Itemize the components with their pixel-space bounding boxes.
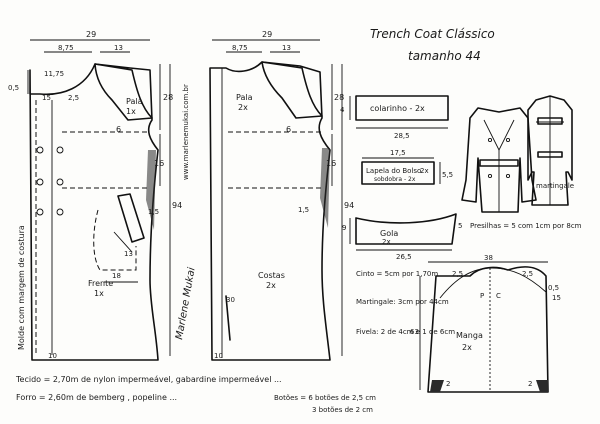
front-measure-13: 13 bbox=[114, 44, 123, 52]
back-measure-28: 28 bbox=[334, 93, 344, 102]
sleeve-point-p: P bbox=[480, 292, 484, 300]
flap-measure-2: 5,5 bbox=[442, 171, 453, 179]
martingale-label: martingale bbox=[536, 182, 574, 190]
coat-back-illustration bbox=[527, 95, 573, 206]
button-icon bbox=[36, 146, 44, 154]
sleeve-measure-2-5b: 2,5 bbox=[522, 270, 533, 278]
sleeve-point-c: C bbox=[496, 292, 501, 300]
pattern-labels: Trench Coat Clássico tamanho 44 Pala 1x … bbox=[8, 27, 582, 414]
gola-measure-2: 5 bbox=[458, 222, 462, 230]
front-measure-8-75: 8,75 bbox=[58, 44, 74, 52]
buttons-note-2: 3 botões de 2 cm bbox=[312, 406, 373, 414]
back-yoke-label: Pala bbox=[236, 93, 253, 102]
flap-label: Lapela do Bolso bbox=[366, 167, 421, 175]
gola-label: Gola bbox=[380, 229, 398, 238]
back-measure-8-75: 8,75 bbox=[232, 44, 248, 52]
front-piece-count: 1x bbox=[94, 289, 104, 298]
front-measure-0-5: 0,5 bbox=[8, 84, 19, 92]
sleeve-label: Manga bbox=[456, 331, 483, 340]
back-measure-13: 13 bbox=[282, 44, 291, 52]
front-margin-note: Molde com margem de costura bbox=[17, 225, 26, 350]
back-yoke-count: 2x bbox=[238, 103, 248, 112]
front-yoke-label: Pala bbox=[126, 97, 143, 106]
buttons-note: Botões = 6 botões de 2,5 cm bbox=[274, 394, 376, 402]
belt-note: Cinto = 5cm por 1,70m bbox=[356, 270, 438, 278]
collar-piece bbox=[349, 95, 449, 129]
sleeve-measure-63: 63 bbox=[410, 328, 419, 336]
fabric-note: Tecido = 2,70m de nylon impermeável, gab… bbox=[15, 375, 282, 384]
flap-measure-1: 17,5 bbox=[390, 149, 406, 157]
martingale-note: Martingale: 3cm por 44cm bbox=[356, 298, 449, 306]
button-icon bbox=[36, 208, 44, 216]
gola-measure-1: 9 bbox=[342, 224, 346, 232]
button-icon bbox=[56, 208, 64, 216]
front-pocket-13: 13 bbox=[124, 250, 133, 258]
back-piece-count: 2x bbox=[266, 281, 276, 290]
sleeve-measure-2-5a: 2,5 bbox=[452, 270, 463, 278]
sleeve-measure-38: 38 bbox=[484, 254, 493, 262]
gola-measure-3: 26,5 bbox=[396, 253, 412, 261]
back-piece bbox=[209, 39, 343, 361]
front-measure-94: 94 bbox=[172, 201, 182, 210]
back-measure-30: 30 bbox=[226, 296, 235, 304]
back-measure-1-5: 1,5 bbox=[298, 206, 309, 214]
sleeve-piece bbox=[419, 261, 549, 393]
front-measure-6: 6 bbox=[116, 125, 121, 134]
back-measure-94: 94 bbox=[344, 201, 354, 210]
sleeve-measure-2a: 2 bbox=[446, 380, 450, 388]
sheet-title-line2: tamanho 44 bbox=[408, 49, 481, 63]
pocket-flap-piece bbox=[361, 157, 441, 185]
sleeve-measure-2b: 2 bbox=[528, 380, 532, 388]
gola-piece bbox=[349, 213, 457, 251]
back-width-measure: 29 bbox=[262, 30, 272, 39]
button-icon bbox=[56, 178, 64, 186]
front-measure-2-5: 2,5 bbox=[68, 94, 79, 102]
front-measure-11-75: 11,75 bbox=[44, 70, 64, 78]
back-piece-label: Costas bbox=[258, 271, 285, 280]
presilhas-note: Presilhas = 5 com 1cm por 8cm bbox=[470, 222, 582, 230]
gola-count: 2x bbox=[382, 238, 391, 246]
collar-label: colarinho - 2x bbox=[370, 104, 425, 113]
coat-front-illustration bbox=[461, 107, 537, 213]
sleeve-measure-0-5: 0,5 bbox=[548, 284, 559, 292]
front-piece-label: Frente bbox=[88, 279, 113, 288]
front-piece bbox=[27, 39, 171, 361]
signature-text: Marlene Mukai bbox=[174, 266, 198, 340]
sleeve-measure-15: 15 bbox=[552, 294, 561, 302]
back-measure-6: 6 bbox=[286, 125, 291, 134]
front-measure-1-5: 1,5 bbox=[148, 208, 159, 216]
website-text: www.marlenemukai.com.br bbox=[182, 84, 190, 180]
front-measure-16: 16 bbox=[154, 159, 164, 168]
back-measure-16: 16 bbox=[326, 159, 336, 168]
front-measure-10: 10 bbox=[48, 352, 57, 360]
collar-measure-2: 28,5 bbox=[394, 132, 410, 140]
sheet-title-line1: Trench Coat Clássico bbox=[370, 27, 495, 41]
flap-count: 2x bbox=[420, 167, 429, 175]
sleeve-count: 2x bbox=[462, 343, 472, 352]
front-measure-28: 28 bbox=[163, 93, 173, 102]
buckle-note: Fivela: 2 de 4cm e 1 de 6cm bbox=[356, 328, 455, 336]
button-icon bbox=[36, 178, 44, 186]
back-measure-10: 10 bbox=[214, 352, 223, 360]
lining-note: Forro = 2,60m de bemberg , popeline ... bbox=[16, 393, 177, 402]
front-measure-15: 15 bbox=[42, 94, 51, 102]
front-pocket-18: 18 bbox=[112, 272, 121, 280]
front-yoke-count: 1x bbox=[126, 107, 136, 116]
front-width-measure: 29 bbox=[86, 30, 96, 39]
flap-fold: sobdobra - 2x bbox=[374, 176, 416, 183]
button-icon bbox=[56, 146, 64, 154]
collar-measure-1: 4 bbox=[340, 106, 345, 114]
